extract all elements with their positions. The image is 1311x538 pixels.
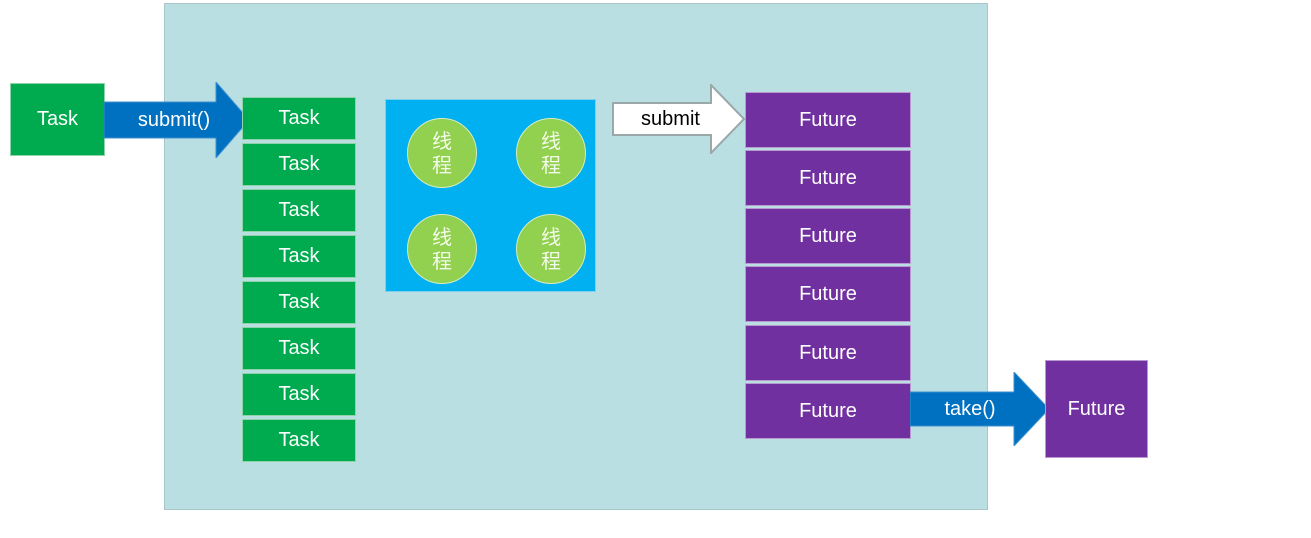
queue-task-label: Task [278, 199, 320, 221]
output-future-label: Future [1067, 397, 1126, 420]
future-box: Future [745, 383, 911, 439]
thread-char-1: 线 [432, 225, 452, 249]
thread-circle: 线 程 [407, 118, 477, 188]
future-label: Future [799, 341, 857, 364]
queue-task-label: Task [278, 383, 320, 405]
future-label: Future [799, 399, 857, 422]
input-task-box: Task [10, 83, 105, 156]
output-future-box: Future [1045, 360, 1148, 458]
submit-out-arrow [612, 84, 746, 154]
thread-circle: 线 程 [516, 118, 586, 188]
future-box: Future [745, 325, 911, 381]
thread-char-1: 线 [432, 129, 452, 153]
queue-task-label: Task [278, 107, 320, 129]
queue-task-label: Task [278, 291, 320, 313]
future-box: Future [745, 208, 911, 264]
queue-task-box: Task [242, 235, 356, 278]
submit-out-label: submit [641, 107, 700, 130]
thread-circle: 线 程 [516, 214, 586, 284]
thread-circle: 线 程 [407, 214, 477, 284]
queue-task-box: Task [242, 143, 356, 186]
future-label: Future [799, 282, 857, 305]
input-task-label: Task [36, 108, 79, 130]
queue-task-box: Task [242, 281, 356, 324]
thread-pool: 线 程 线 程 线 程 线 程 [385, 99, 596, 292]
future-box: Future [745, 266, 911, 322]
thread-char-2: 程 [432, 249, 452, 273]
future-box: Future [745, 150, 911, 206]
future-label: Future [799, 166, 857, 189]
take-label: take() [944, 397, 996, 420]
queue-task-label: Task [278, 153, 320, 175]
queue-task-label: Task [278, 245, 320, 267]
queue-task-box: Task [242, 189, 356, 232]
future-label: Future [799, 108, 857, 131]
thread-char-2: 程 [432, 153, 452, 177]
submit-in-label: submit() [137, 108, 211, 131]
future-label: Future [799, 224, 857, 247]
queue-task-box: Task [242, 419, 356, 462]
future-box: Future [745, 92, 911, 148]
queue-task-box: Task [242, 97, 356, 140]
thread-char-1: 线 [541, 129, 561, 153]
thread-char-2: 程 [541, 153, 561, 177]
submit-in-arrow [104, 82, 250, 158]
take-arrow [910, 372, 1050, 446]
thread-char-1: 线 [541, 225, 561, 249]
queue-task-box: Task [242, 373, 356, 416]
queue-task-box: Task [242, 327, 356, 370]
thread-char-2: 程 [541, 249, 561, 273]
queue-task-label: Task [278, 337, 320, 359]
queue-task-label: Task [278, 429, 320, 451]
